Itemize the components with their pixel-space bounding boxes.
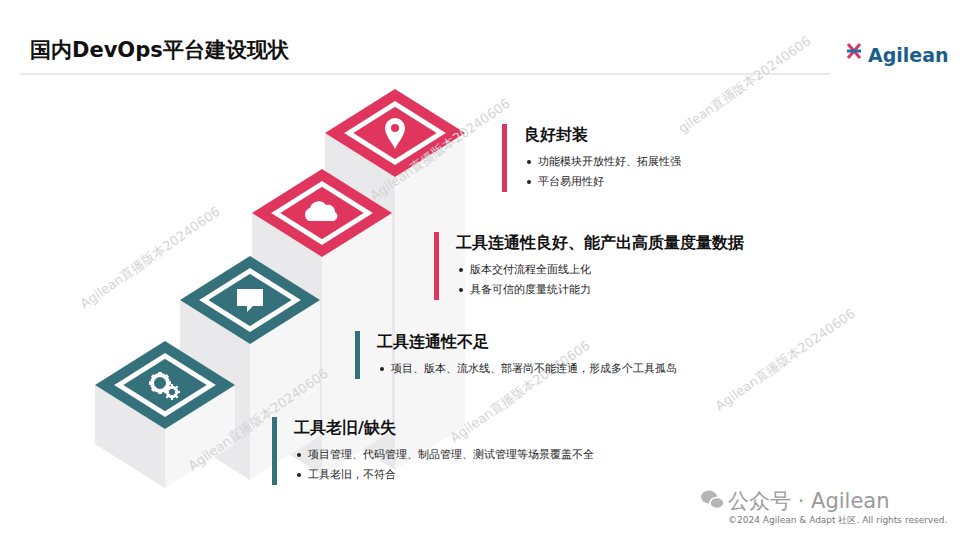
step-text-block: 工具连通性不足项目、版本、流水线、部署尚不能连通，形成多个工具孤岛 (355, 331, 677, 379)
header-rule (20, 74, 830, 75)
accent-bar (502, 124, 507, 192)
step-heading: 工具连通性不足 (377, 331, 677, 353)
cloud-icon (305, 201, 337, 221)
watermark: gilean直播版本20240606 (675, 32, 815, 137)
bullet-dot (527, 160, 531, 164)
logo-mark (847, 44, 861, 58)
step-top (325, 89, 465, 177)
bullet-item: 项目、版本、流水线、部署尚不能连通，形成多个工具孤岛 (377, 359, 677, 379)
copyright: ©2024 Agilean & Adapt 社区. All rights res… (728, 514, 947, 527)
step-text-block: 工具老旧/缺失项目管理、代码管理、制品管理、测试管理等场景覆盖不全工具老旧，不符… (272, 417, 594, 485)
account-name: 公众号 · Agilean (728, 487, 890, 515)
bullet-dot (297, 453, 301, 457)
step-text-block: 良好封装功能模块开放性好、拓展性强平台易用性好 (502, 124, 681, 192)
wechat-icon (701, 491, 724, 509)
bullet-item: 项目管理、代码管理、制品管理、测试管理等场景覆盖不全 (294, 445, 594, 465)
step-inner-diamond (204, 271, 296, 329)
bullet-dot (459, 268, 463, 272)
accent-bar (434, 232, 439, 300)
steps (95, 89, 465, 488)
step-top (180, 256, 320, 344)
step-top (95, 341, 235, 429)
bullet-dot (297, 473, 301, 477)
step-heading: 工具老旧/缺失 (294, 417, 594, 439)
chat-icon (237, 289, 263, 312)
bullet-dot (380, 367, 384, 371)
bullet-item: 工具老旧，不符合 (294, 465, 594, 485)
slide-title: 国内DevOps平台建设现状 (30, 36, 289, 64)
watermark: Agilean直播版本20240606 (712, 305, 859, 415)
step-inner-diamond (276, 184, 368, 242)
step-inner-diamond (119, 356, 211, 414)
accent-bar (272, 417, 277, 485)
step-heading: 良好封装 (524, 124, 681, 146)
bullet-item: 平台易用性好 (524, 172, 681, 192)
step-top (252, 169, 392, 257)
step-heading: 工具连通性良好、能产出高质量度量数据 (456, 232, 744, 254)
logo-text: Agilean (868, 44, 949, 66)
step-text-block: 工具连通性良好、能产出高质量度量数据版本交付流程全面线上化具备可信的度量统计能力 (434, 232, 744, 300)
gear-icon (149, 372, 180, 400)
bullet-item: 版本交付流程全面线上化 (456, 260, 744, 280)
bullet-item: 功能模块开放性好、拓展性强 (524, 152, 681, 172)
pin-icon (385, 118, 405, 149)
watermark: Agilean直播版本20240606 (447, 337, 594, 447)
accent-bar (355, 331, 360, 379)
bullet-dot (527, 180, 531, 184)
bullet-item: 具备可信的度量统计能力 (456, 280, 744, 300)
bullet-dot (459, 288, 463, 292)
step-block (95, 341, 235, 488)
